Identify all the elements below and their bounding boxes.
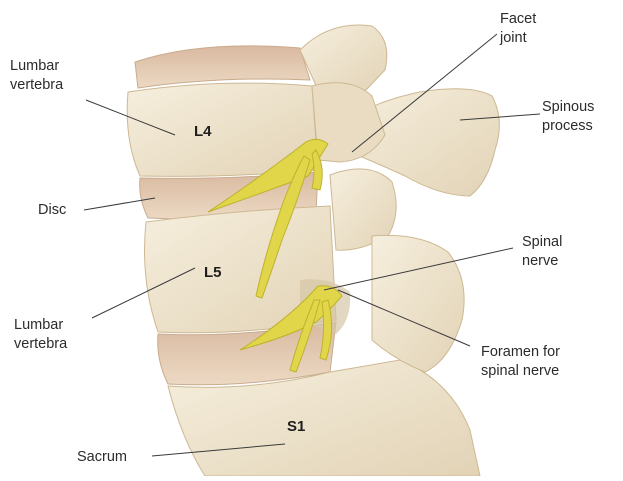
lower-posterior-process bbox=[372, 235, 464, 372]
segment-label-s1: S1 bbox=[287, 418, 305, 435]
label-sacrum: Sacrum bbox=[77, 448, 127, 467]
label-disc: Disc bbox=[38, 201, 66, 220]
label-foramen: Foramen for spinal nerve bbox=[481, 343, 560, 381]
segment-label-l4: L4 bbox=[194, 123, 212, 140]
label-spinal-nerve: Spinal nerve bbox=[522, 233, 562, 271]
segment-label-l5: L5 bbox=[204, 264, 222, 281]
label-lumbar-vertebra-upper: Lumbar vertebra bbox=[10, 57, 63, 95]
label-lumbar-vertebra-lower: Lumbar vertebra bbox=[14, 316, 67, 354]
label-spinous-process: Spinous process bbox=[542, 98, 594, 136]
label-facet-joint: Facet joint bbox=[500, 10, 536, 48]
upper-disc bbox=[135, 46, 310, 88]
